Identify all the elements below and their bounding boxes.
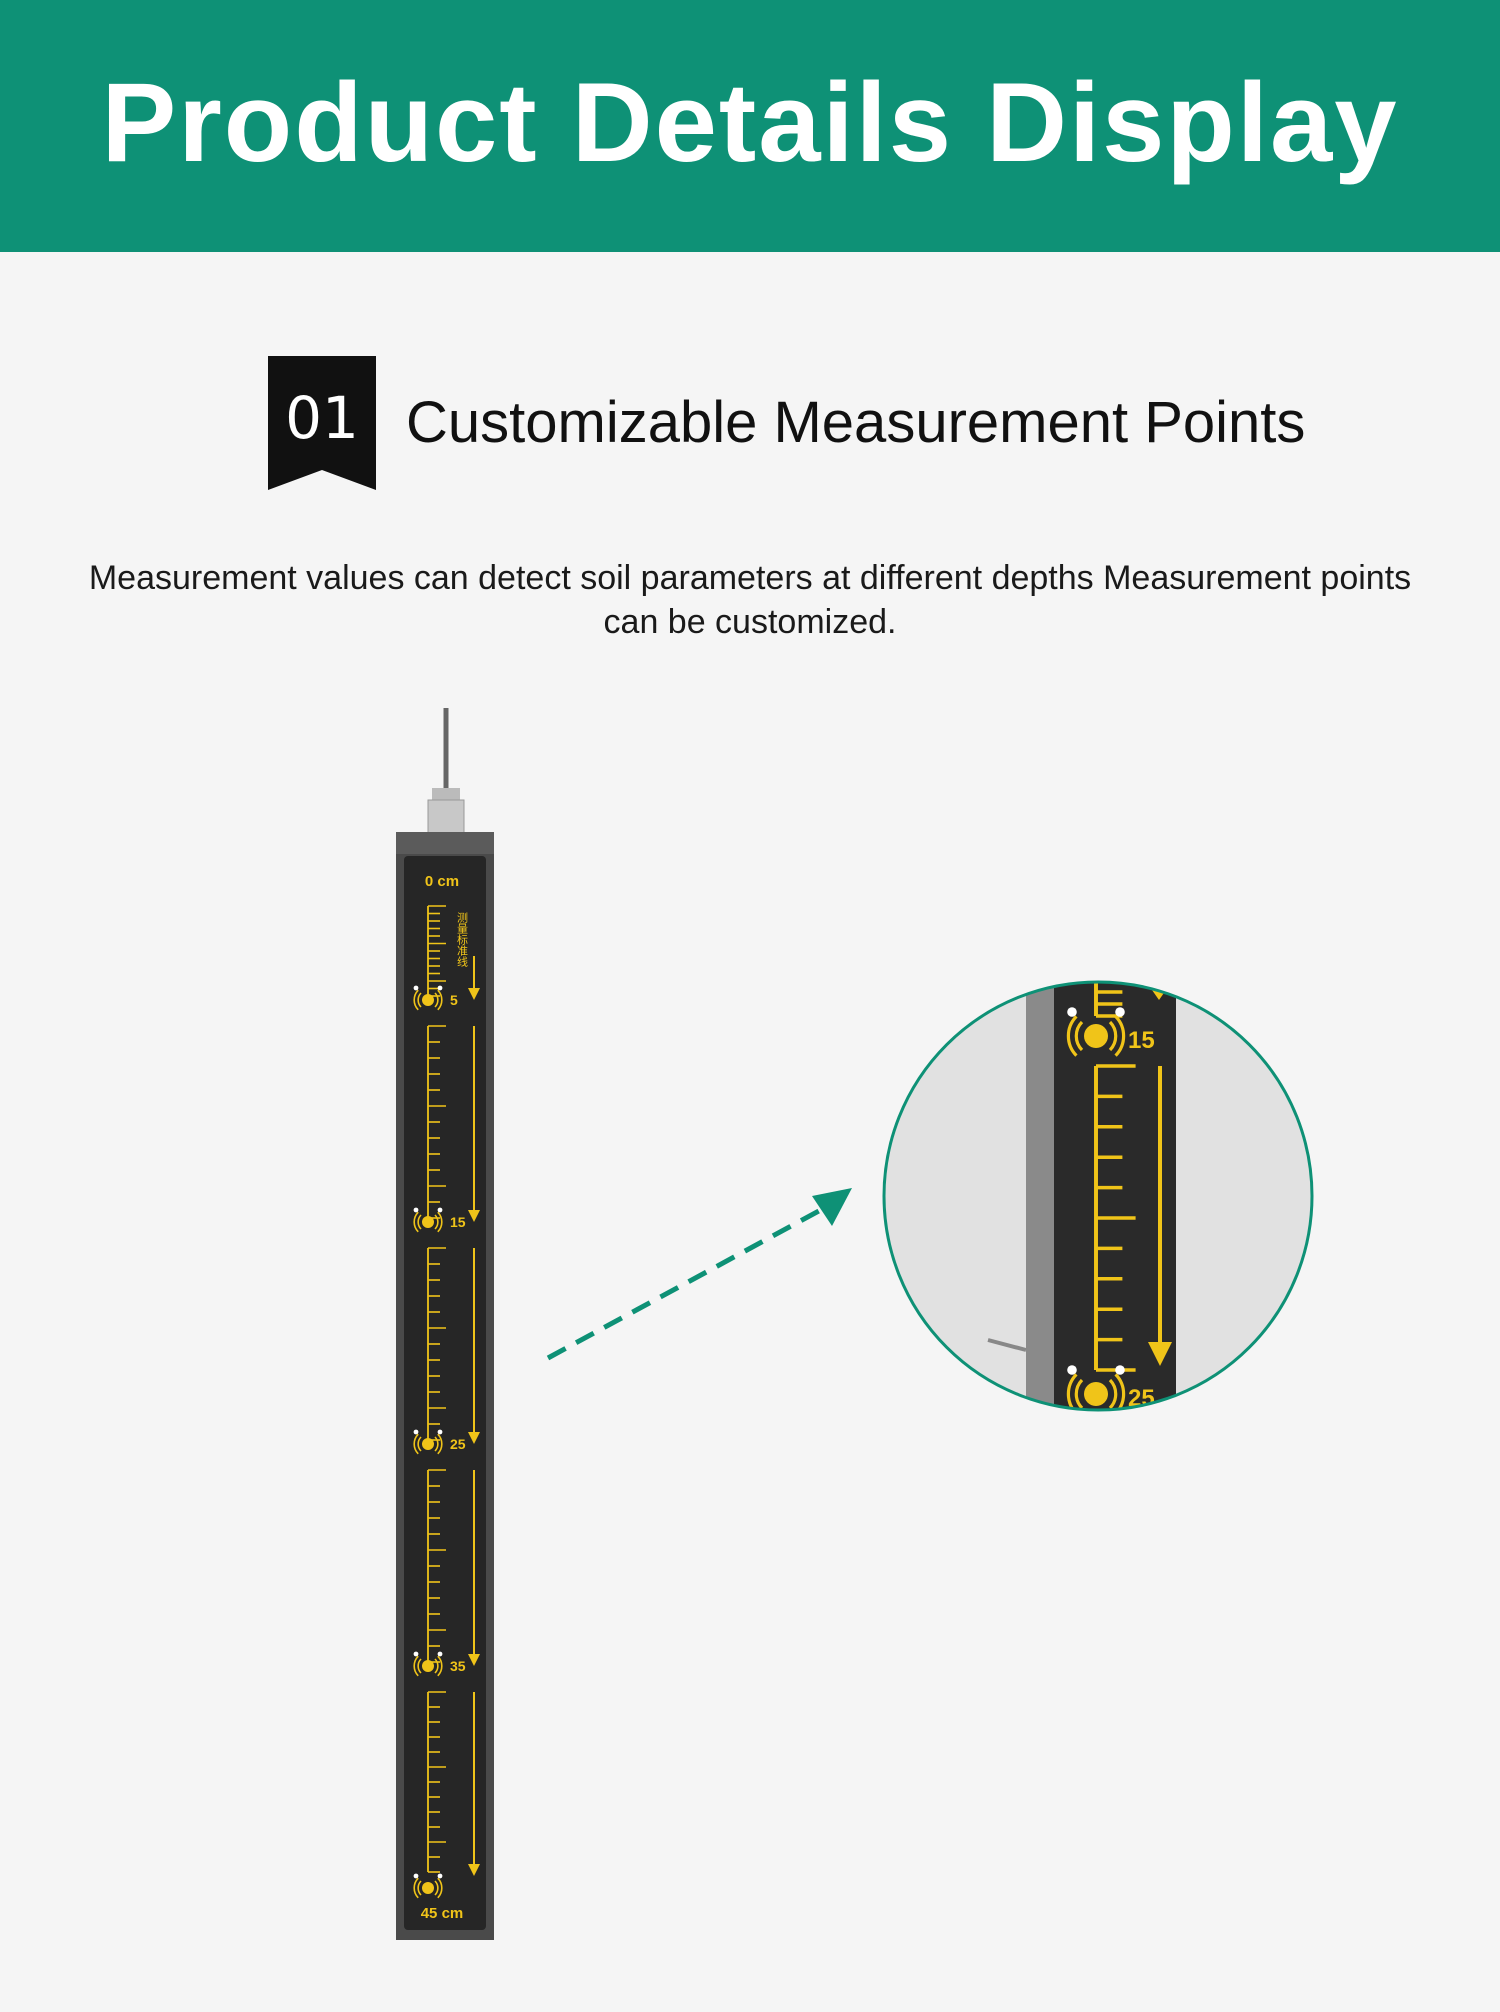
sensor-icon: 35 <box>413 1651 466 1677</box>
section-number-badge <box>268 356 376 490</box>
depth-ruler <box>427 1691 446 1873</box>
sensor-depth-label: 15 <box>450 1214 466 1230</box>
probe-scale: 5 15 25 35 <box>413 905 480 1899</box>
probe-bottom-label: 45 cm <box>421 1905 464 1922</box>
depth-ruler <box>427 905 446 997</box>
sensor-depth-label: 25 <box>450 1436 466 1452</box>
sensor-icon: 15 <box>413 1207 466 1233</box>
depth-arrow <box>1148 1066 1172 1366</box>
zoom-ruler-group <box>1094 982 1172 1372</box>
sensor-icon <box>1066 1007 1126 1057</box>
sensor-icon: 5 <box>413 985 458 1011</box>
header-banner: Product Details Display <box>0 0 1500 252</box>
sensor-depth-label: 35 <box>450 1658 466 1674</box>
depth-ruler <box>427 1469 446 1663</box>
depth-arrow <box>468 956 480 1000</box>
sensor-icon <box>1066 1365 1126 1410</box>
section-number: 01 <box>285 384 359 452</box>
depth-arrow <box>468 1470 480 1666</box>
zoom-sensor-label: 15 <box>1128 1027 1155 1054</box>
sensor-depth-label: 5 <box>450 992 458 1008</box>
section-description: Measurement values can detect soil param… <box>88 559 1412 641</box>
zoom-sensor: 15 <box>1066 1007 1155 1057</box>
depth-arrow <box>468 1692 480 1876</box>
depth-ruler <box>427 1247 446 1441</box>
depth-arrow <box>468 1026 480 1222</box>
page-title: Product Details Display <box>101 59 1399 185</box>
sensor-icon <box>413 1873 443 1899</box>
probe-top-label: 0 cm <box>425 873 459 890</box>
depth-arrow <box>468 1248 480 1444</box>
zoom-arrow <box>546 1188 852 1361</box>
probe-vertical-label: 测量标准线 <box>456 912 469 967</box>
sensor-icon: 25 <box>413 1429 466 1455</box>
section-title: Customizable Measurement Points <box>406 390 1306 455</box>
soil-probe: 5 15 25 35 0 cm 45 cm 测量标准线 <box>396 832 494 1940</box>
depth-ruler <box>1094 1064 1136 1372</box>
cable <box>427 708 465 835</box>
